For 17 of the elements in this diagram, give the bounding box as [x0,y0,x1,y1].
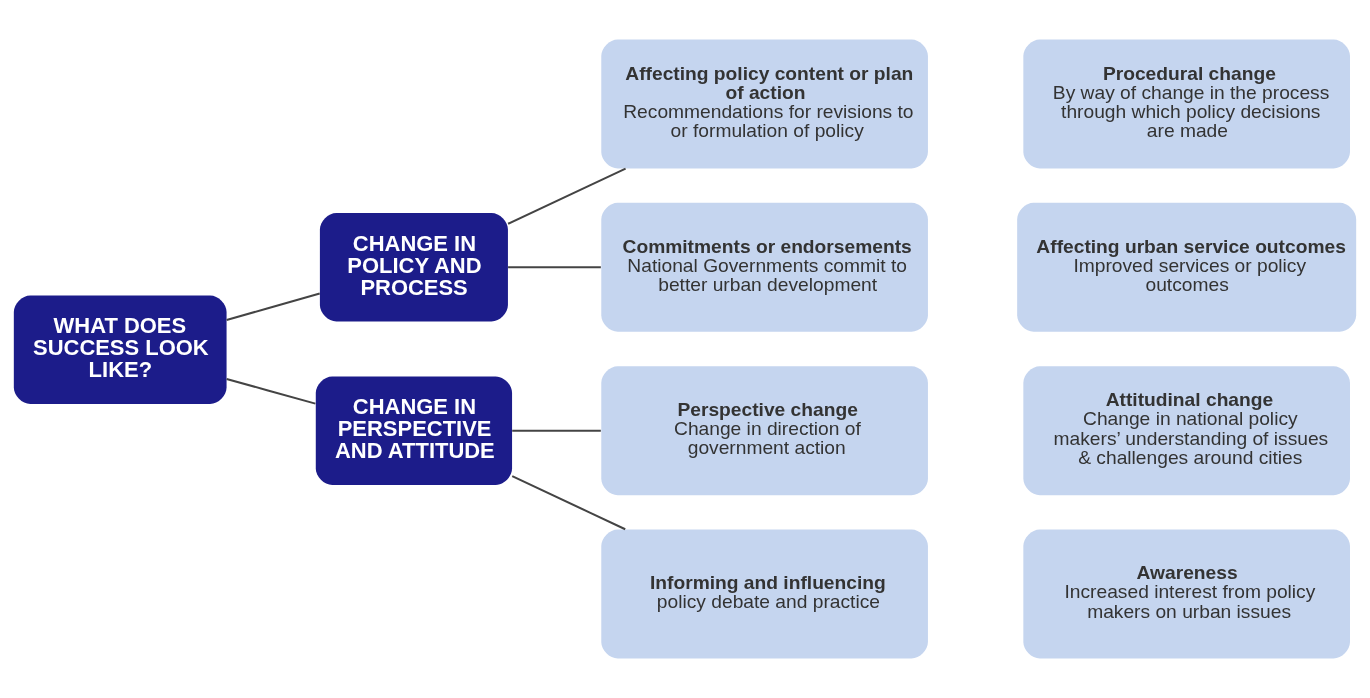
node-box: Awareness Increased interest from policy makers on urban issues [1023,529,1350,659]
connector [226,377,316,405]
connector [511,475,626,531]
connector [508,266,601,269]
node-box: WHAT DOES SUCCESS LOOK LIKE? [13,295,227,404]
node-box: Affecting urban service outcomes Improved services or policy outcomes [1017,202,1357,332]
node-box: Attitudinal change Change in national policy makers’ understanding of issues & challenges around cities [1023,366,1350,496]
connector [512,429,601,432]
node-box: Perspective change Change in direction of government action [601,366,928,496]
node-box: Informing and influencing policy debate and practice [601,529,928,659]
node-box: CHANGE IN PERSPECTIVE AND ATTITUDE [315,376,513,485]
node-box: CHANGE IN POLICY AND PROCESS [319,213,508,322]
connector [226,292,320,321]
node-box: Procedural change By way of change in the process through which policy decisions are made [1023,39,1350,169]
connector [507,167,626,225]
node-box: Commitments or endorsements National Governments commit to better urban development [601,202,928,332]
node-box: Affecting policy content or plan of action Recommendations for revisions to or formulation of policy [601,39,928,169]
